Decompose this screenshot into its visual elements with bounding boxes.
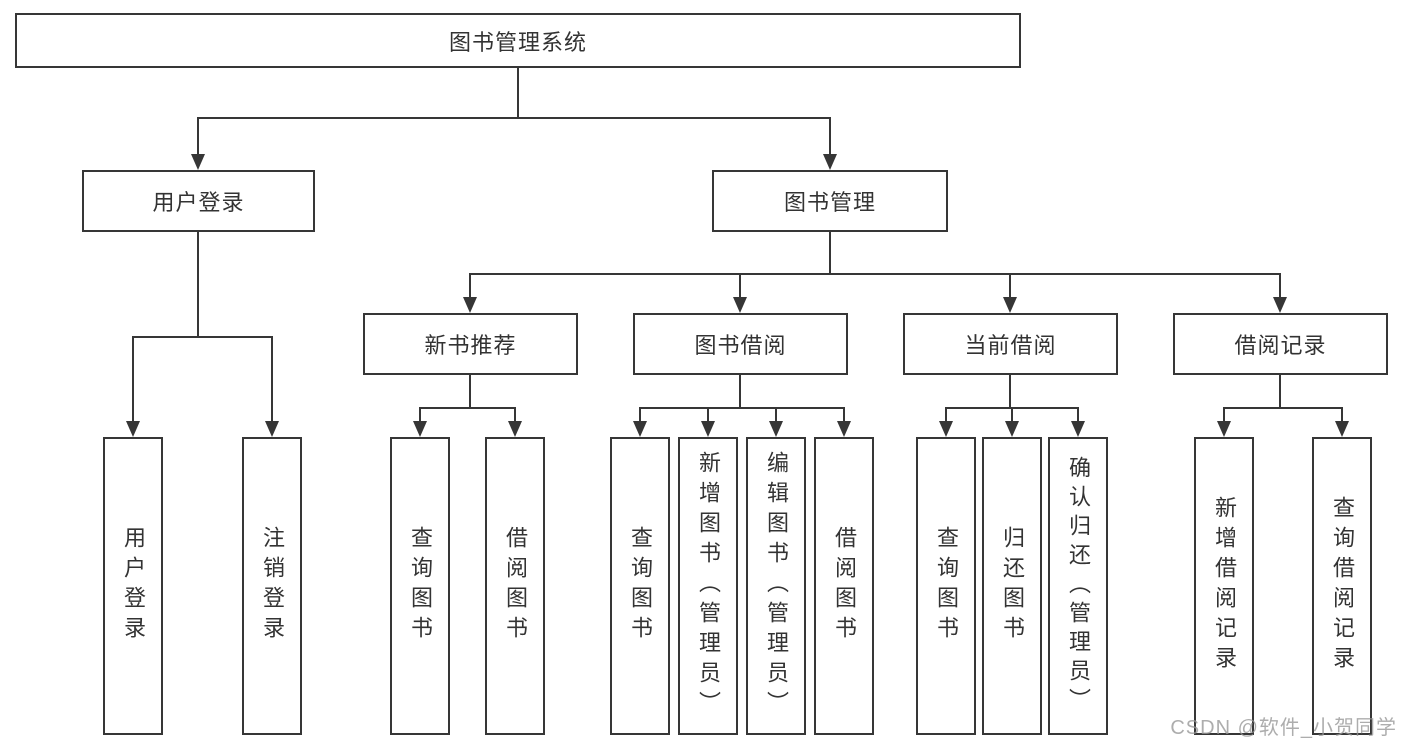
arrowhead-icon: [1273, 297, 1287, 313]
node-borrow-records: 借阅记录: [1173, 313, 1388, 375]
arrowhead-icon: [701, 421, 715, 437]
node-root-label: 图书管理系统: [448, 29, 587, 55]
node-user-login: 用户登录: [82, 170, 315, 232]
leaf-current-query-book-label: 查询图书: [934, 526, 959, 646]
node-user-login-label: 用户登录: [152, 190, 245, 215]
node-root: 图书管理系统: [15, 13, 1021, 68]
leaf-add-book-admin-label: 新增图书（管理员）: [696, 451, 721, 721]
connector-line: [829, 232, 831, 273]
leaf-return-book: 归还图书: [982, 437, 1042, 735]
leaf-query-borrow-record-label: 查询借阅记录: [1330, 496, 1355, 676]
connector-line: [639, 409, 641, 423]
arrowhead-icon: [508, 421, 522, 437]
connector-line: [1009, 375, 1011, 407]
leaf-borrow-query-book: 查询图书: [610, 437, 670, 735]
leaf-recommend-borrow-book-label: 借阅图书: [503, 526, 528, 646]
leaf-add-book-admin: 新增图书（管理员）: [678, 437, 738, 735]
leaf-recommend-borrow-book: 借阅图书: [485, 437, 545, 735]
connector-line: [829, 119, 831, 156]
connector-line: [639, 407, 845, 409]
connector-line: [945, 409, 947, 423]
leaf-edit-book-admin-label: 编辑图书（管理员）: [764, 451, 789, 721]
node-book-mgmt-label: 图书管理: [783, 190, 876, 215]
arrowhead-icon: [463, 297, 477, 313]
connector-line: [197, 119, 199, 156]
leaf-borrow-book-label: 借阅图书: [832, 526, 857, 646]
connector-line: [1223, 407, 1343, 409]
connector-line: [1009, 275, 1011, 300]
connector-line: [469, 375, 471, 407]
connector-line: [271, 338, 273, 422]
connector-line: [469, 275, 471, 300]
leaf-recommend-query-book-label: 查询图书: [408, 526, 433, 646]
connector-line: [1279, 375, 1281, 407]
leaf-logout: 注销登录: [242, 437, 302, 735]
connector-line: [1341, 409, 1343, 423]
leaf-borrow-query-book-label: 查询图书: [628, 526, 653, 646]
connector-line: [739, 375, 741, 407]
node-new-book-recommend: 新书推荐: [363, 313, 578, 375]
connector-line: [1011, 409, 1013, 423]
arrowhead-icon: [939, 421, 953, 437]
leaf-borrow-book: 借阅图书: [814, 437, 874, 735]
connector-line: [197, 232, 199, 336]
connector-line: [132, 338, 134, 422]
node-new-book-recommend-label: 新书推荐: [424, 333, 517, 358]
leaf-logout-label: 注销登录: [260, 526, 285, 646]
arrowhead-icon: [413, 421, 427, 437]
leaf-user-login: 用户登录: [103, 437, 163, 735]
node-book-borrow-label: 图书借阅: [694, 333, 787, 358]
arrowhead-icon: [1005, 421, 1019, 437]
arrowhead-icon: [823, 154, 837, 170]
connector-line: [775, 409, 777, 423]
connector-line: [514, 409, 516, 423]
arrowhead-icon: [1003, 297, 1017, 313]
connector-line: [419, 407, 516, 409]
node-current-borrow-label: 当前借阅: [964, 333, 1057, 358]
connector-line: [707, 409, 709, 423]
arrowhead-icon: [265, 421, 279, 437]
leaf-add-borrow-record-label: 新增借阅记录: [1212, 496, 1237, 676]
connector-line: [1279, 275, 1281, 300]
arrowhead-icon: [837, 421, 851, 437]
connector-line: [517, 68, 519, 117]
connector-line: [739, 275, 741, 300]
arrowhead-icon: [191, 154, 205, 170]
node-book-borrow: 图书借阅: [633, 313, 848, 375]
arrowhead-icon: [1071, 421, 1085, 437]
connector-line: [469, 273, 1281, 275]
leaf-current-query-book: 查询图书: [916, 437, 976, 735]
node-borrow-records-label: 借阅记录: [1234, 333, 1327, 358]
leaf-recommend-query-book: 查询图书: [390, 437, 450, 735]
arrowhead-icon: [126, 421, 140, 437]
arrowhead-icon: [1217, 421, 1231, 437]
connector-line: [1077, 409, 1079, 423]
connector-line: [1223, 409, 1225, 423]
arrowhead-icon: [633, 421, 647, 437]
leaf-return-book-label: 归还图书: [1000, 526, 1025, 646]
arrowhead-icon: [733, 297, 747, 313]
arrowhead-icon: [1335, 421, 1349, 437]
leaf-confirm-return-admin: 确认归还（管理员）: [1048, 437, 1108, 735]
leaf-confirm-return-admin-label: 确认归还（管理员）: [1066, 455, 1091, 717]
leaf-query-borrow-record: 查询借阅记录: [1312, 437, 1372, 735]
node-current-borrow: 当前借阅: [903, 313, 1118, 375]
connector-line: [843, 409, 845, 423]
connector-line: [132, 336, 273, 338]
node-book-mgmt: 图书管理: [712, 170, 948, 232]
arrowhead-icon: [769, 421, 783, 437]
connector-line: [197, 117, 831, 119]
leaf-add-borrow-record: 新增借阅记录: [1194, 437, 1254, 735]
csdn-watermark: CSDN @软件_小贺同学: [1170, 717, 1397, 739]
connector-line: [419, 409, 421, 423]
leaf-edit-book-admin: 编辑图书（管理员）: [746, 437, 806, 735]
leaf-user-login-label: 用户登录: [121, 526, 146, 646]
connector-line: [945, 407, 1079, 409]
